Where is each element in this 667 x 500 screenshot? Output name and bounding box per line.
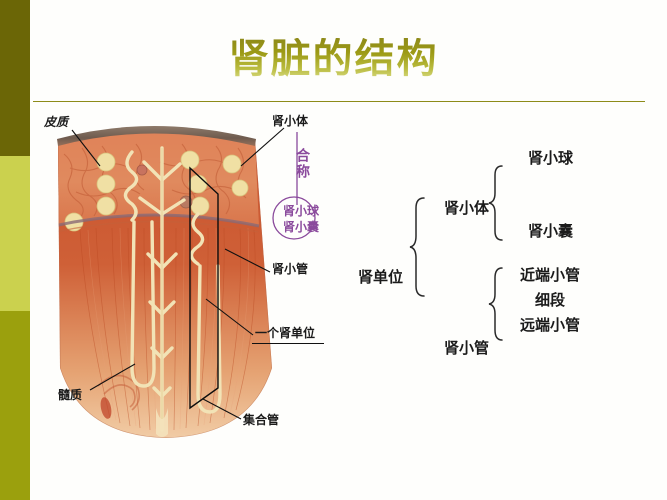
tree-branch-renal-corpuscle: 肾小体	[444, 201, 490, 217]
tree-leaf-distal-tubule: 远端小管	[520, 318, 581, 334]
tree-leaf-proximal-tubule: 近端小管	[520, 268, 581, 284]
nephron-hierarchy-tree: 肾单位 肾小体 肾小管 肾小球 肾小囊 近端小管 细段 远端小管	[352, 130, 652, 357]
left-decorative-bar	[0, 0, 30, 500]
tree-leaf-thin-segment: 细段	[535, 293, 566, 309]
page-title: 肾脏的结构	[0, 38, 667, 80]
tree-root-label: 肾单位	[358, 270, 404, 286]
sidebar-segment-light-yellow-green	[0, 156, 30, 311]
label-bowman-capsule-purple: 肾小囊	[283, 220, 320, 234]
label-cortex: 皮质	[44, 115, 69, 129]
tree-leaf-bowman-capsule: 肾小囊	[528, 224, 574, 240]
label-renal-tubule: 肾小管	[272, 262, 309, 276]
title-divider	[33, 101, 645, 102]
label-collectively-called: 合称	[294, 148, 309, 180]
label-collecting-duct: 集合管	[243, 413, 280, 427]
label-renal-corpuscle: 肾小体	[272, 114, 309, 128]
tree-leaf-glomerulus: 肾小球	[528, 151, 574, 167]
label-glomerulus-purple: 肾小球	[283, 204, 320, 218]
sidebar-segment-olive	[0, 311, 30, 500]
label-one-nephron-underline	[252, 343, 324, 344]
label-one-nephron: 一个肾单位	[255, 326, 316, 340]
sidebar-segment-dark-olive	[0, 0, 30, 156]
label-medulla: 髓质	[58, 388, 83, 402]
tree-branch-renal-tubule: 肾小管	[444, 341, 490, 357]
